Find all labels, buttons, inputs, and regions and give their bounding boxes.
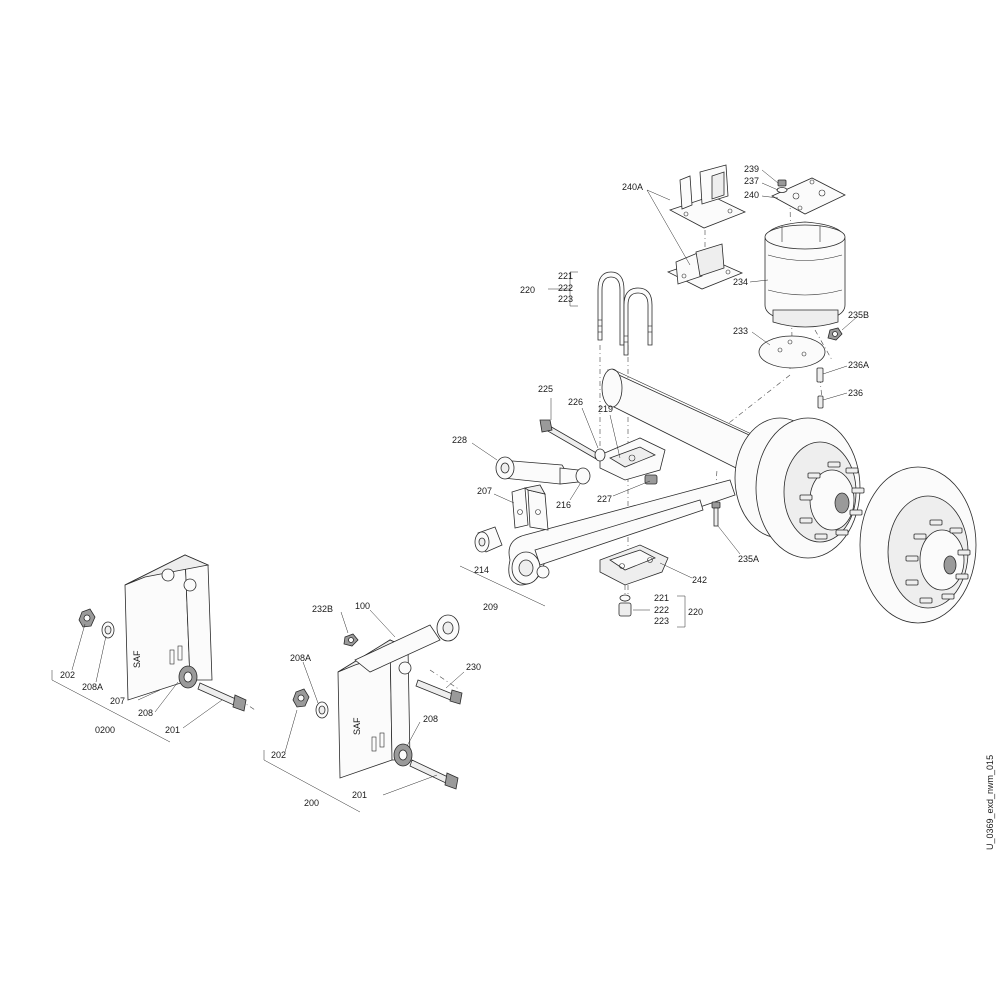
- eccentric-washer-208-right: [393, 743, 413, 767]
- label-200: 200: [304, 798, 319, 808]
- label-240A: 240A: [622, 182, 643, 192]
- label-236: 236: [848, 388, 863, 398]
- label-207: 207: [477, 486, 492, 496]
- label-202-left: 202: [60, 670, 75, 680]
- nut-washer-set-bottom: [618, 594, 632, 617]
- label-208-left: 208: [138, 708, 153, 718]
- air-spring-top-plate: [771, 177, 846, 215]
- label-208-right: 208: [423, 714, 438, 724]
- label-207-left: 207: [110, 696, 125, 706]
- nut-202-left: [78, 608, 96, 628]
- label-239: 239: [744, 164, 759, 174]
- pivot-bushing: [474, 526, 503, 553]
- part-labels: 240A 239 237 240 234 235B 233 236A 236 2…: [60, 164, 869, 808]
- shock-absorber: [495, 456, 591, 485]
- nut-235B: [827, 327, 843, 341]
- label-232B: 232B: [312, 604, 333, 614]
- nut-202-right: [292, 688, 310, 708]
- air-spring-bellows: [764, 221, 846, 328]
- bolt-235A: [711, 501, 721, 527]
- axle-spring-seat: [599, 437, 666, 485]
- label-208A-left: 208A: [82, 682, 103, 692]
- label-226: 226: [568, 397, 583, 407]
- label-222-bottom: 222: [654, 605, 669, 615]
- label-237: 237: [744, 176, 759, 186]
- svg-text:SAF: SAF: [352, 717, 362, 735]
- label-227: 227: [597, 494, 612, 504]
- upper-mounting-bracket-240A-top: [668, 164, 746, 229]
- brake-disc-hub: [859, 466, 977, 624]
- label-234: 234: [733, 277, 748, 287]
- label-219: 219: [598, 404, 613, 414]
- label-225: 225: [538, 384, 553, 394]
- label-240: 240: [744, 190, 759, 200]
- washer-208A-left: [101, 621, 115, 639]
- bushing-eye-100: [436, 614, 460, 642]
- label-223-bottom: 223: [654, 616, 669, 626]
- label-208A-right: 208A: [290, 653, 311, 663]
- label-228: 228: [452, 435, 467, 445]
- label-236A: 236A: [848, 360, 869, 370]
- label-221-bottom: 221: [654, 593, 669, 603]
- washer-208A-right: [315, 701, 329, 719]
- label-0200: 0200: [95, 725, 115, 735]
- bolt-201-left: [197, 682, 247, 712]
- label-209: 209: [483, 602, 498, 612]
- air-spring-bottom-plate: [758, 335, 826, 369]
- label-233: 233: [733, 326, 748, 336]
- bolt-236: [817, 395, 824, 409]
- nut-232B: [343, 633, 359, 647]
- upper-mounting-bracket-240A-bottom: [666, 243, 744, 290]
- bolt-201-right: [409, 759, 459, 790]
- leader-lines: [51, 169, 859, 813]
- bolt-230: [415, 679, 463, 705]
- bolt-236A: [816, 367, 824, 383]
- label-230: 230: [466, 662, 481, 672]
- wheel-studs-disc: [905, 519, 971, 604]
- label-201-right: 201: [352, 790, 367, 800]
- label-216: 216: [556, 500, 571, 510]
- label-214: 214: [474, 565, 489, 575]
- hanger-bracket-200: SAF: [337, 624, 441, 779]
- wheel-studs-drum: [799, 461, 865, 540]
- label-220-top: 220: [520, 285, 535, 295]
- label-235A: 235A: [738, 554, 759, 564]
- eccentric-washer-208-left: [178, 665, 198, 689]
- hanger-bracket-0200: SAF: [124, 554, 213, 701]
- label-202-right: 202: [271, 750, 286, 760]
- drawing-id: U_0369_exd_nwm_015: [985, 755, 995, 850]
- label-220-bottom: 220: [688, 607, 703, 617]
- label-223-top: 223: [558, 294, 573, 304]
- u-bolt-pair: [597, 271, 653, 356]
- label-242: 242: [692, 575, 707, 585]
- brake-drum-hub: [734, 417, 865, 559]
- u-bolt-bottom-plate: [599, 544, 669, 586]
- label-221-top: 221: [558, 271, 573, 281]
- label-201-left: 201: [165, 725, 180, 735]
- label-235B: 235B: [848, 310, 869, 320]
- shock-lower-bracket: [511, 484, 549, 531]
- label-222-top: 222: [558, 283, 573, 293]
- svg-text:SAF: SAF: [132, 650, 142, 668]
- bolt-225: [539, 419, 606, 462]
- trailing-arm-spring: [508, 479, 736, 586]
- label-100: 100: [355, 601, 370, 611]
